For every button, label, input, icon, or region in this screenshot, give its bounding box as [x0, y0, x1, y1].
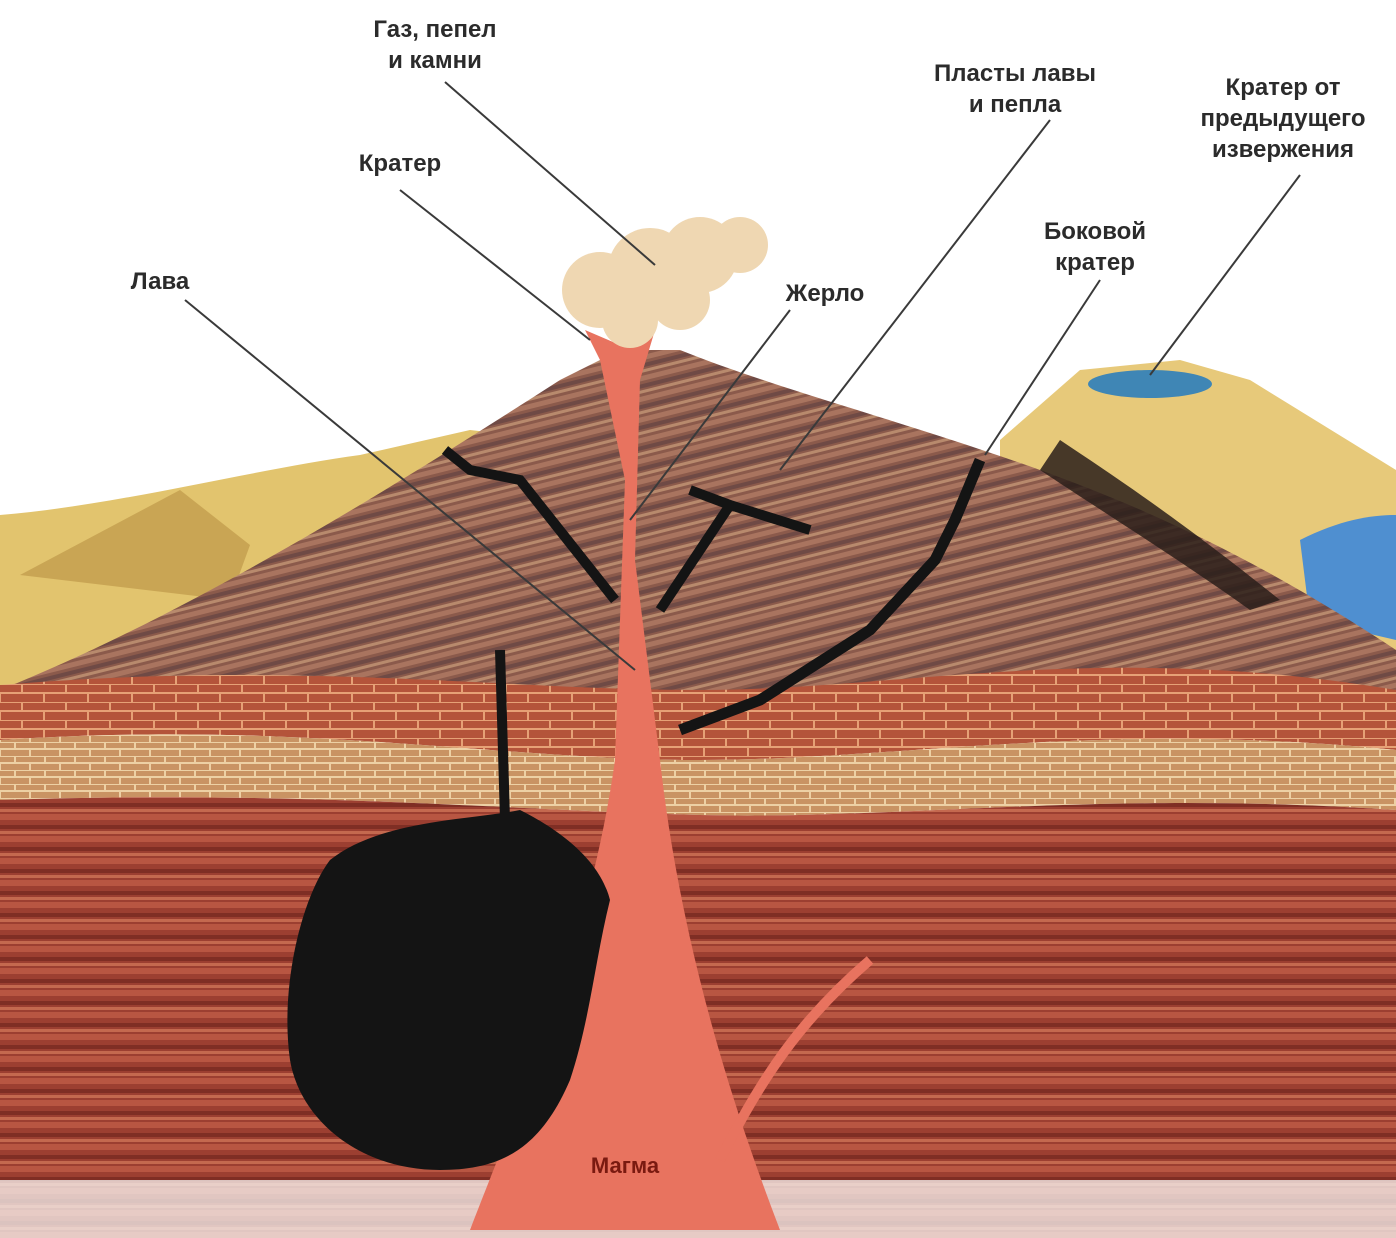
label-crater: Кратер [320, 148, 480, 179]
label-line: предыдущего [1170, 103, 1396, 134]
label-previous-eruption-crater: Кратер от предыдущего извержения [1170, 72, 1396, 165]
label-vent: Жерло [750, 278, 900, 309]
label-line: Боковой [1000, 216, 1190, 247]
label-line: Газ, пепел [330, 14, 540, 45]
label-line: и камни [330, 45, 540, 76]
label-line: и пепла [880, 89, 1150, 120]
label-gas-ash-stones: Газ, пепел и камни [330, 14, 540, 76]
label-line: Пласты лавы [880, 58, 1150, 89]
label-magma: Магма [555, 1150, 695, 1181]
label-side-crater: Боковой кратер [1000, 216, 1190, 278]
label-line: извержения [1170, 134, 1396, 165]
label-lava: Лава [95, 266, 225, 297]
dyke-left [500, 650, 505, 820]
label-line: кратер [1000, 247, 1190, 278]
label-lava-ash-layers: Пласты лавы и пепла [880, 58, 1150, 120]
label-line: Кратер от [1170, 72, 1396, 103]
